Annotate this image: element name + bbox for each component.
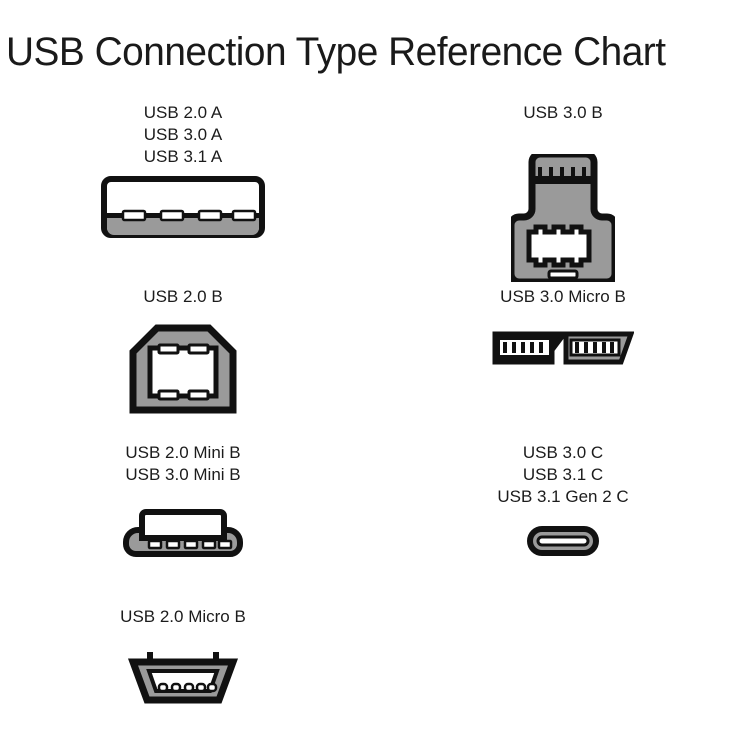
label-line: USB 3.0 C: [522, 443, 604, 462]
label-line: USB 2.0 B: [143, 287, 223, 306]
connector-usb-3-0-b-art: [458, 154, 668, 282]
connector-usb-2-0-micro-b: USB 2.0 Micro B: [78, 606, 288, 704]
connector-usb-mini-b: USB 2.0 Mini B USB 3.0 Mini B: [78, 442, 288, 558]
label-line: USB 3.0 Mini B: [125, 465, 241, 484]
usb-2-0-b-icon: [129, 324, 237, 414]
connector-usb-2-0-micro-b-art: [78, 650, 288, 704]
usb-mini-b-icon: [123, 509, 243, 557]
usb-a-icon: [101, 176, 265, 238]
connector-usb-a: USB 2.0 A USB 3.0 A USB 3.1 A: [78, 102, 288, 238]
usb-3-0-micro-b-icon: [492, 331, 634, 365]
label-line: USB 3.0 B: [523, 103, 603, 122]
label-line: USB 3.0 Micro B: [500, 287, 626, 306]
connector-usb-2-0-b-labels: USB 2.0 B: [78, 286, 288, 308]
connector-usb-2-0-micro-b-labels: USB 2.0 Micro B: [78, 606, 288, 628]
connector-usb-3-0-b-labels: USB 3.0 B: [458, 102, 668, 124]
page-title: USB Connection Type Reference Chart: [6, 30, 666, 74]
connector-usb-mini-b-art: [78, 508, 288, 558]
connector-usb-c-art: [458, 526, 668, 556]
label-line: USB 2.0 Micro B: [120, 607, 246, 626]
usb-c-icon: [527, 526, 599, 556]
connector-usb-c: USB 3.0 C USB 3.1 C USB 3.1 Gen 2 C: [458, 442, 668, 556]
connector-usb-3-0-b: USB 3.0 B: [458, 102, 668, 282]
label-line: USB 3.1 Gen 2 C: [497, 487, 629, 506]
connector-usb-a-labels: USB 2.0 A USB 3.0 A USB 3.1 A: [78, 102, 288, 168]
connector-usb-3-0-micro-b-art: [458, 330, 668, 366]
connector-usb-3-0-micro-b-labels: USB 3.0 Micro B: [458, 286, 668, 308]
connector-usb-a-art: [78, 176, 288, 238]
usb-3-0-b-icon: [511, 154, 615, 282]
label-line: USB 3.0 A: [143, 125, 223, 144]
connector-usb-2-0-b: USB 2.0 B: [78, 286, 288, 414]
connector-usb-2-0-b-art: [78, 324, 288, 414]
connector-usb-c-labels: USB 3.0 C USB 3.1 C USB 3.1 Gen 2 C: [458, 442, 668, 508]
label-line: USB 2.0 A: [143, 103, 223, 122]
label-line: USB 3.1 C: [522, 465, 604, 484]
label-line: USB 2.0 Mini B: [125, 443, 241, 462]
usb-2-0-micro-b-icon: [127, 652, 239, 704]
label-line: USB 3.1 A: [143, 147, 223, 166]
connector-usb-mini-b-labels: USB 2.0 Mini B USB 3.0 Mini B: [78, 442, 288, 486]
connector-usb-3-0-micro-b: USB 3.0 Micro B: [458, 286, 668, 366]
